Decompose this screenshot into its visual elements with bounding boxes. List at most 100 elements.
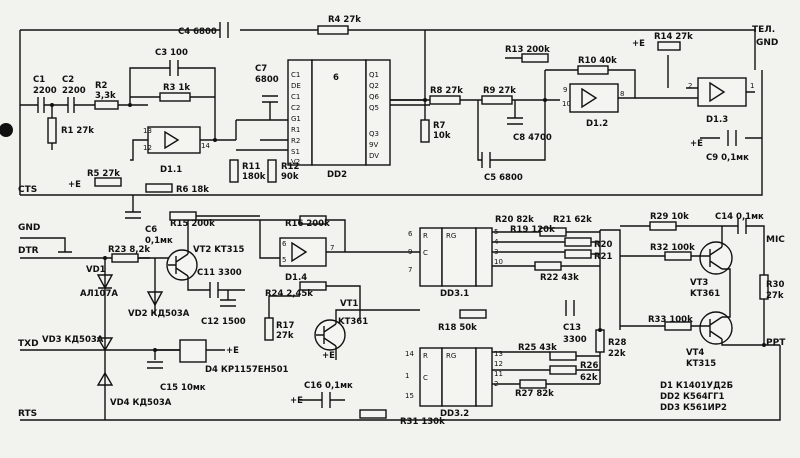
vd1-label: VD1 [86, 265, 106, 275]
vd1-led [96, 274, 114, 290]
dd31-pin10: 10 [494, 258, 503, 266]
dd2-right-pins [365, 59, 391, 166]
d14-pin5: 5 [282, 256, 286, 264]
d11-opamp [147, 126, 201, 154]
vt3-body [709, 246, 723, 270]
r6-label: R6 18k [176, 185, 209, 195]
r14-label: R14 27k [654, 32, 693, 42]
r28-resistor [595, 329, 605, 353]
net-tel-gnd: GND [756, 38, 778, 48]
junction-dot [543, 98, 547, 102]
d14-label: D1.4 [285, 273, 307, 283]
vt1-body [316, 323, 337, 360]
r9-label: R9 27k [483, 86, 516, 96]
r17-value: 27k [276, 331, 294, 341]
gnd-line [20, 237, 72, 253]
r12-resistor [267, 159, 277, 183]
r30-value: 27k [766, 291, 784, 301]
dd2-pin-r1: R1 [291, 126, 300, 134]
r5-plus: +E [68, 180, 81, 190]
net-txd: TXD [18, 339, 39, 349]
c4-symbol [219, 22, 229, 38]
dd2-pin-q2: Q2 [369, 82, 379, 90]
c7-label: C7 [255, 64, 267, 74]
r33-label: R33 100k [648, 315, 693, 325]
vd1-value: АЛ107А [80, 289, 118, 299]
r20-label: R20 82k [495, 215, 534, 225]
vd4-label: VD4 КД503А [110, 398, 172, 408]
r28-label: R28 [608, 338, 626, 348]
r21-label: R21 62k [553, 215, 592, 225]
r13-resistor [521, 53, 549, 63]
r2-label: R2 [95, 81, 108, 91]
c3-label: C3 100 [155, 48, 188, 58]
c6-symbol [125, 195, 141, 219]
c6-value: 0,1мк [145, 236, 173, 246]
d12-triangle [581, 87, 598, 109]
dd31-rg: RG [446, 232, 456, 240]
r18-label: R18 50k [438, 323, 477, 333]
d4-wiring [147, 349, 225, 369]
dd31-c: C [423, 249, 428, 257]
dd2-pin-de: DE [291, 82, 301, 90]
d12-wiring [505, 57, 636, 100]
c11-label: C11 3300 [197, 268, 242, 278]
r22-label: R22 43k [540, 273, 579, 283]
c2-label: C2 [62, 75, 74, 85]
r15-label: R15 200k [170, 219, 215, 229]
legend-dd3: DD3 К561ИР2 [660, 403, 727, 413]
r5-label: R5 27k [87, 169, 120, 179]
d11-pin13: 13 [143, 127, 152, 135]
r22-resistor [534, 261, 562, 271]
r7-value: 10k [433, 131, 451, 141]
dd32-label: DD3.2 [440, 409, 469, 419]
dd2-pin-9v: 9V [369, 141, 378, 149]
c9-label: C9 0,1мк [706, 153, 749, 163]
d13-pin2: 2 [688, 82, 692, 90]
r8-label: R8 27k [430, 86, 463, 96]
vt2-transistor [166, 249, 198, 281]
r30-label: R30 [766, 280, 784, 290]
r10-label: R10 40k [578, 56, 617, 66]
dd31-pin7: 7 [408, 266, 412, 274]
net-rts: RTS [18, 409, 37, 419]
r21-tag: R21 [594, 252, 612, 262]
d14-opamp [279, 237, 327, 267]
dd2-pin-q5: Q5 [369, 104, 379, 112]
r31-label: R31 130k [400, 417, 445, 427]
vt4-label: VT4 [686, 348, 704, 358]
r19-label: R19 120k [510, 225, 555, 235]
r27-resistor [519, 379, 547, 389]
r32-resistor [664, 251, 692, 261]
dd31-r: R [423, 232, 428, 240]
r6-resistor [145, 183, 173, 193]
r20-resistor [564, 237, 592, 247]
r8-resistor [429, 95, 461, 105]
c16-plus: +E [290, 396, 303, 406]
vt2-body [168, 253, 189, 277]
filter-wire [390, 99, 560, 161]
dtr-section-wire [104, 219, 260, 350]
d14-wiring [196, 215, 420, 259]
dd2-pin-v2: V2 [291, 158, 300, 166]
r4-resistor [317, 25, 349, 35]
vt4-transistor [699, 311, 733, 345]
d13-opamp [697, 77, 747, 107]
dd32-pin13: 13 [494, 350, 503, 358]
r29-label: R29 10k [650, 212, 689, 222]
r31-resistor [359, 409, 387, 419]
junction-dot [50, 103, 54, 107]
r11-resistor [229, 159, 239, 183]
dd32-c: C [423, 374, 428, 382]
d13-label: D1.3 [706, 115, 728, 125]
c5-label: C5 6800 [484, 173, 523, 183]
net-gnd: GND [18, 223, 40, 233]
c12-label: C12 1500 [201, 317, 246, 327]
vt1-plus: +E [322, 351, 335, 361]
d11-triangle [164, 130, 180, 150]
net-tel: ТЕЛ. [752, 25, 775, 35]
input-wire [20, 104, 148, 150]
r32-label: R32 100k [650, 243, 695, 253]
r13-label: R13 200k [505, 45, 550, 55]
